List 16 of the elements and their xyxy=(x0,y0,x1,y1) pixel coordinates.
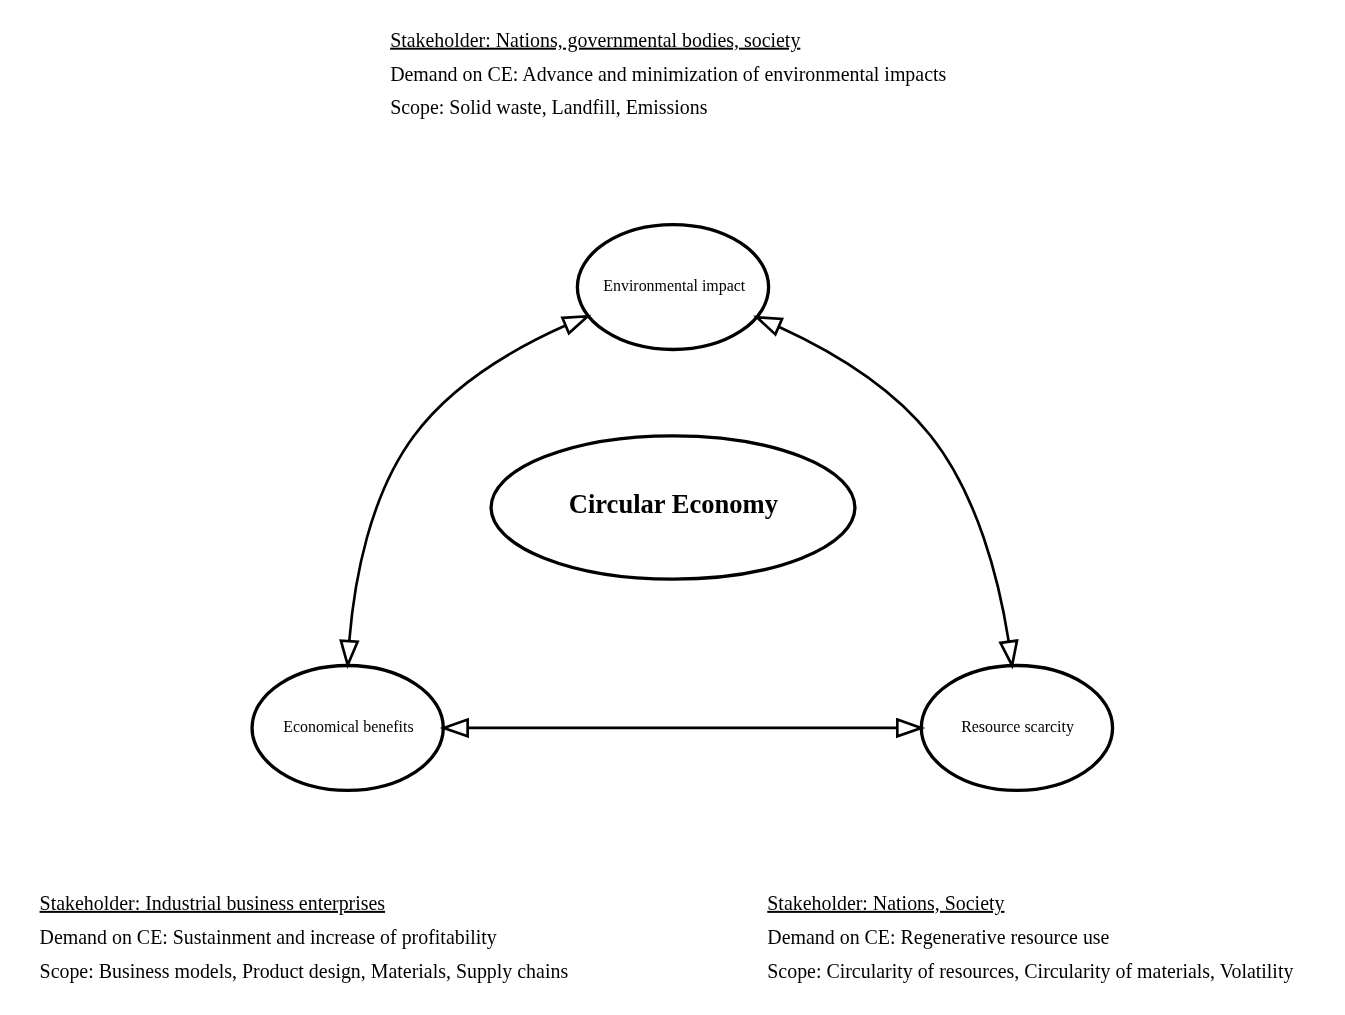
node-label: Scope: Circularity of resources, Circularity of materials, Volatility xyxy=(766,959,1293,982)
node-ellipse: Resource scarcity xyxy=(919,663,1114,792)
arrow xyxy=(439,717,925,739)
node-label: Scope: Business models, Product design, Materials, Supply chains xyxy=(39,959,568,982)
node-ellipse: Circular Economy xyxy=(488,434,857,581)
node-ellipse: Environmental impact xyxy=(575,223,770,352)
node-label: Scope: Solid waste, Landfill, Emissions xyxy=(389,96,708,119)
node-label: Demand on CE: Sustainment and increase of profitability xyxy=(39,926,497,949)
node-label: Stakeholder: Nations, governmental bodies, society xyxy=(389,28,800,51)
arrow xyxy=(338,314,591,670)
node-label: Demand on CE: Advance and minimization of environmental impacts xyxy=(389,63,946,86)
node-label: Demand on CE: Regenerative resource use xyxy=(766,926,1109,949)
arrow xyxy=(752,315,1019,670)
node-label: Stakeholder: Industrial business enterprises xyxy=(39,891,385,914)
node-ellipse: Economical benefits xyxy=(249,663,445,792)
node-label: Stakeholder: Nations, Society xyxy=(766,891,1004,914)
